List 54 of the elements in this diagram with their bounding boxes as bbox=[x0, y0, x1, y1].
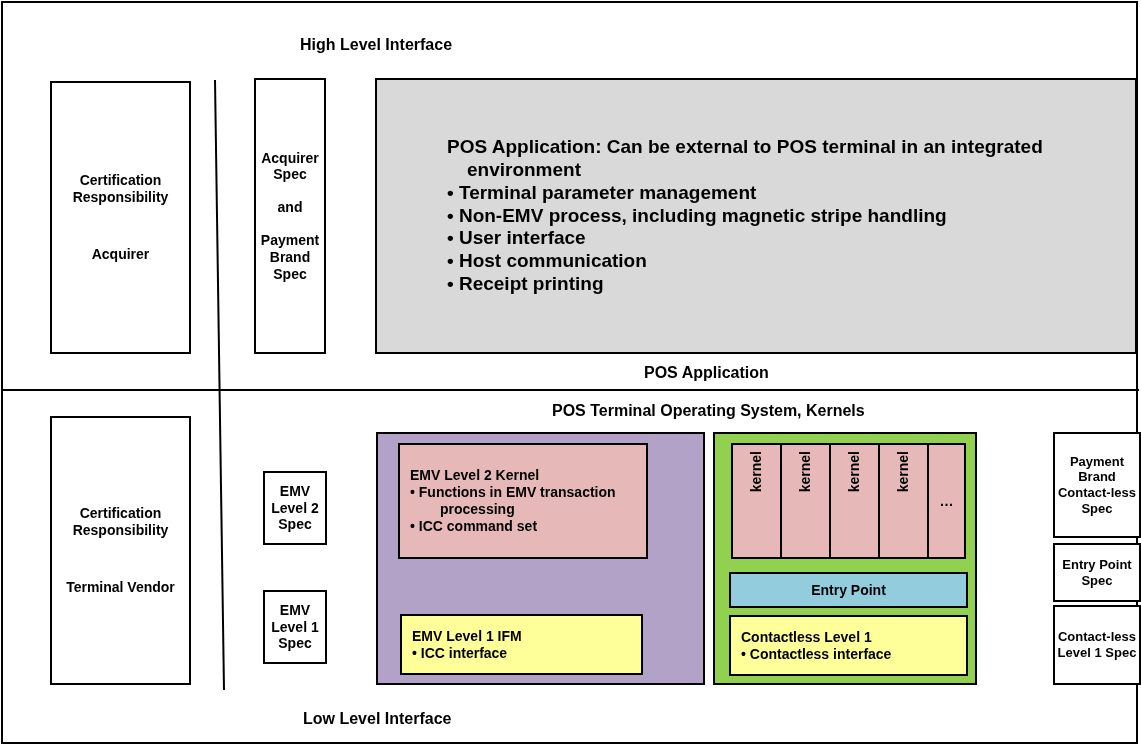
text-box bbox=[1053, 432, 1141, 538]
kernel-box bbox=[829, 443, 880, 559]
kernel-box bbox=[731, 443, 782, 559]
box-text: Payment Brand Contact-less Spec bbox=[1057, 453, 1137, 517]
kernel-box bbox=[780, 443, 831, 559]
text-box bbox=[375, 78, 1137, 354]
kernel-label: kernel bbox=[748, 451, 765, 493]
box-text: Certification Responsibility bbox=[71, 505, 170, 539]
bullet-item: • Receipt printing bbox=[447, 273, 605, 296]
text-box bbox=[400, 614, 643, 675]
text-box bbox=[50, 81, 191, 354]
text-box bbox=[263, 471, 327, 545]
text-box bbox=[254, 78, 326, 354]
kernel-label: kernel bbox=[895, 451, 912, 493]
box-text: Contact-less Level 1 Spec bbox=[1057, 629, 1137, 661]
box-text: EMV Level 1 IFM bbox=[412, 627, 522, 645]
bullet-item: • Functions in EMV transaction processing bbox=[410, 484, 617, 518]
box-text: Payment Brand Spec bbox=[259, 232, 321, 283]
bullet-item: • Non-EMV process, including magnetic stripe handling bbox=[447, 204, 947, 228]
text-box bbox=[50, 416, 191, 685]
text-box bbox=[729, 572, 968, 608]
kernel-label: kernel bbox=[846, 451, 863, 493]
box-text: POS Application: Can be external to POS terminal in an integrated environment bbox=[447, 136, 1044, 182]
box-text: Entry Point bbox=[811, 581, 886, 599]
box-text: Entry Point Spec bbox=[1061, 556, 1133, 589]
container-box bbox=[713, 432, 977, 685]
box-text: Contactless Level 1 bbox=[741, 628, 872, 646]
section-label: Low Level Interface bbox=[303, 710, 452, 728]
section-label: POS Terminal Operating System, Kernels bbox=[552, 402, 865, 420]
box-text: Certification Responsibility bbox=[71, 172, 170, 206]
box-text: Acquirer bbox=[91, 245, 150, 263]
section-label: High Level Interface bbox=[300, 36, 453, 54]
box-text: EMV Level 2 Kernel bbox=[410, 467, 540, 485]
text-box bbox=[1053, 605, 1141, 685]
text-box bbox=[1053, 543, 1141, 602]
box-text: Acquirer Spec bbox=[260, 149, 320, 184]
bullet-item: • Host communication bbox=[447, 250, 648, 273]
text-box bbox=[927, 443, 966, 559]
bullet-item: • User interface bbox=[447, 227, 587, 251]
text-box bbox=[729, 615, 968, 676]
container-box bbox=[376, 432, 705, 685]
text-box bbox=[398, 443, 648, 559]
kernel-label: kernel bbox=[797, 451, 814, 493]
box-text: Terminal Vendor bbox=[66, 578, 175, 596]
box-text: … bbox=[939, 492, 954, 510]
box-text: EMV Level 1 Spec bbox=[270, 601, 320, 653]
bullet-item: • ICC interface bbox=[412, 644, 508, 662]
box-text: and bbox=[277, 199, 303, 216]
bullet-item: • ICC command set bbox=[410, 517, 539, 535]
box-text: EMV Level 2 Spec bbox=[270, 482, 320, 534]
text-box bbox=[263, 590, 327, 664]
bullet-item: • Contactless interface bbox=[741, 645, 892, 663]
bullet-item: • Terminal parameter management bbox=[447, 181, 758, 205]
kernel-box bbox=[878, 443, 929, 559]
